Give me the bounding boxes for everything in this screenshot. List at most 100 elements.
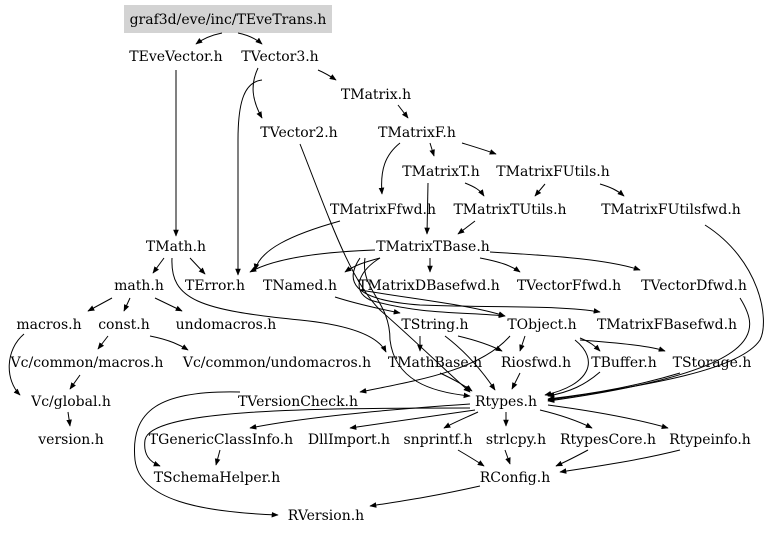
edge-tmatrixfutils-tmatrixfutilsfwd [599, 183, 625, 197]
node-tstorage[interactable]: TStorage.h [673, 355, 752, 371]
node-tvectorffwd[interactable]: TVectorFfwd.h [517, 278, 621, 294]
node-tvector3[interactable]: TVector3.h [241, 49, 318, 65]
edge-snprintf-rconfig [457, 449, 485, 467]
node-tschemahelper[interactable]: TSchemaHelper.h [154, 470, 281, 486]
node-tnamed[interactable]: TNamed.h [263, 278, 337, 294]
node-const[interactable]: const.h [98, 317, 150, 333]
edge-tobject-tversioncheck [359, 335, 511, 394]
node-macros[interactable]: macros.h [16, 317, 81, 333]
node-tmatrixfutils[interactable]: TMatrixFUtils.h [496, 164, 609, 180]
edge-tversioncheck-rversion [133, 391, 279, 518]
edge-rtypes-snprintf [443, 411, 479, 429]
edge-tmatrixtbase-rtypes [363, 257, 471, 399]
edge-tmatrix-tmatrixf [397, 104, 409, 119]
node-tmatrixffwd[interactable]: TMatrixFfwd.h [330, 202, 436, 218]
node-tmatrix[interactable]: TMatrix.h [341, 87, 411, 103]
edge-tmatrixtutils-tmatrixtbase [457, 220, 476, 235]
node-vc-macros[interactable]: Vc/common/macros.h [10, 355, 164, 371]
edge-tmath-math [152, 257, 165, 274]
edge-strlcpy-rconfig [504, 449, 511, 465]
node-vc-undomacros[interactable]: Vc/common/undomacros.h [182, 355, 371, 371]
node-tmatrixtutils[interactable]: TMatrixTUtils.h [453, 202, 566, 218]
edge-tstring-rtypes [444, 335, 496, 391]
edge-tmatrixf-tmatrixt [429, 142, 435, 157]
node-version[interactable]: version.h [37, 432, 103, 448]
node-tobject[interactable]: TObject.h [507, 317, 576, 333]
nodes: graf3d/eve/inc/TEveTrans.h TEveVector.h … [10, 12, 752, 524]
edge-tobject-tstorage [579, 339, 666, 352]
edge-rtypes-tgenericclassinfo [249, 403, 471, 430]
edge-tobject-riosfwd [519, 335, 526, 352]
edge-rtypeinfo-rconfig [559, 449, 681, 474]
node-tmathbase[interactable]: TMathBase.h [388, 355, 482, 371]
edge-rtypes-tschemahelper [144, 407, 471, 467]
edge-math-macros [87, 297, 113, 312]
node-tgenericclassinfo[interactable]: TGenericClassInfo.h [149, 432, 293, 448]
node-tmatrixfutilsfwd[interactable]: TMatrixFUtilsfwd.h [601, 202, 741, 218]
node-strlcpy[interactable]: strlcpy.h [486, 432, 546, 448]
edge-tmatrixf-tmatrixfutils [461, 142, 497, 155]
edge-tmatrixf-tmatrixffwd [378, 142, 401, 195]
edge-const-vc-undomacros [149, 335, 189, 351]
node-tmatrixdbasefwd[interactable]: TMatrixDBasefwd.h [358, 278, 500, 294]
node-rtypescore[interactable]: RtypesCore.h [560, 432, 656, 448]
node-tbuffer[interactable]: TBuffer.h [591, 355, 657, 371]
edges [8, 32, 764, 518]
edge-tmatrixtbase-terror [249, 249, 376, 273]
edge-tvector3-terror [235, 79, 263, 276]
edge-tmatrixt-tmatrixtbase [424, 182, 430, 235]
node-math[interactable]: math.h [114, 278, 164, 294]
edge-tstorage-rtypes [547, 372, 681, 402]
edge-rtypes-rtypeinfo [547, 404, 669, 429]
root-node-box [124, 5, 332, 33]
node-tmatrixfbasefwd[interactable]: TMatrixFBasefwd.h [597, 317, 737, 333]
edge-tmatrixtbase-tnamed [344, 257, 381, 273]
node-snprintf[interactable]: snprintf.h [403, 432, 472, 448]
node-root[interactable]: graf3d/eve/inc/TEveTrans.h [130, 12, 327, 28]
node-tversioncheck[interactable]: TVersionCheck.h [238, 394, 358, 410]
edge-vc-global-version [66, 411, 72, 427]
edge-tmatrixtbase-tmatrixfbasefwd [352, 257, 601, 314]
edge-tmatrixtbase-tobject [358, 257, 506, 319]
edge-tmatrixt-tmatrixtutils [464, 182, 485, 197]
node-tmatrixtbase[interactable]: TMatrixTBase.h [376, 239, 490, 255]
node-teve-vector[interactable]: TEveVector.h [129, 49, 222, 65]
edge-tmath-terror [189, 257, 206, 275]
edge-tbuffer-rtypes [547, 371, 601, 398]
edge-tmatrixffwd-tmatrixfbasefwd [253, 220, 341, 271]
node-terror[interactable]: TError.h [185, 278, 245, 294]
edge-tmatrixfutilsfwd-rtypes [547, 224, 764, 402]
node-tmatrixf[interactable]: TMatrixF.h [378, 125, 456, 141]
edge-math-const [123, 297, 131, 312]
node-tvectordfwd[interactable]: TVectorDfwd.h [641, 278, 747, 294]
node-undomacros[interactable]: undomacros.h [176, 317, 277, 333]
node-tvector2[interactable]: TVector2.h [260, 125, 337, 141]
edge-tmath-tmathbase [171, 257, 387, 353]
edge-const-vc-macros [97, 335, 109, 350]
node-tstring[interactable]: TString.h [401, 317, 468, 333]
edge-riosfwd-rtypes [511, 372, 521, 390]
edge-rconfig-rversion [369, 485, 481, 508]
node-rtypes[interactable]: Rtypes.h [475, 394, 537, 410]
node-riosfwd[interactable]: Riosfwd.h [501, 355, 571, 371]
node-dllimport[interactable]: DllImport.h [308, 432, 390, 448]
edge-root-teve-vector [195, 32, 223, 45]
edge-tnamed-tobject [359, 289, 506, 317]
node-rconfig[interactable]: RConfig.h [480, 470, 550, 486]
node-tmath[interactable]: TMath.h [146, 239, 206, 255]
edge-rtypescore-rconfig [555, 449, 589, 467]
edge-tvector3-tmatrix [317, 69, 337, 81]
node-vc-global[interactable]: Vc/global.h [30, 394, 111, 410]
node-tmatrixt[interactable]: TMatrixT.h [402, 164, 479, 180]
edge-tmatrixfutils-tmatrixtutils [534, 183, 546, 197]
edge-tvector3-tvector2 [252, 67, 263, 119]
edge-tvectordfwd-rtypes [547, 297, 751, 403]
edge-tnamed-tstring [334, 296, 401, 315]
edge-root-tvector3 [237, 32, 263, 45]
edge-macros-vc-global [8, 333, 25, 396]
node-rversion[interactable]: RVersion.h [288, 508, 364, 524]
node-rtypeinfo[interactable]: Rtypeinfo.h [669, 432, 751, 448]
edge-tobject-tbuffer [579, 337, 601, 352]
edge-tmatrixtbase-tvectorffwd [479, 257, 521, 273]
